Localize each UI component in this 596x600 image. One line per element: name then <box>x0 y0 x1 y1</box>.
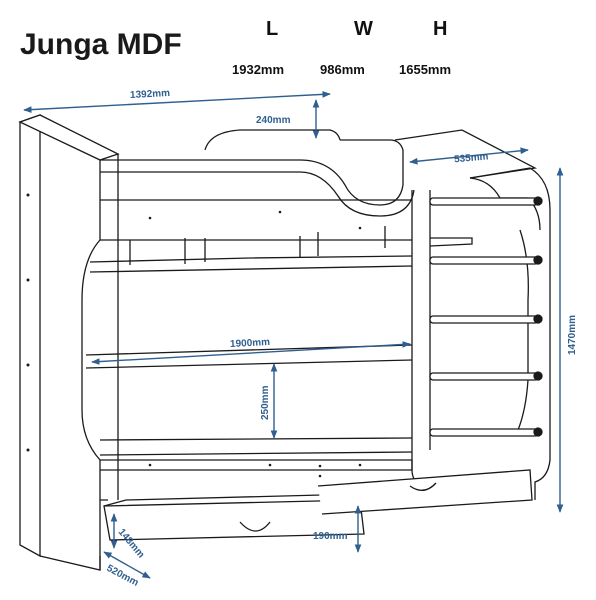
side-shelf <box>429 237 473 247</box>
ladder-rung <box>429 428 539 437</box>
bed-outline <box>18 114 551 571</box>
lower-base <box>99 437 413 441</box>
header-width: W <box>354 18 373 40</box>
value-width: 986mm <box>320 62 365 77</box>
dim-line-ladder-width <box>409 147 529 165</box>
value-height: 1655mm <box>399 62 452 77</box>
product-title: Junga MDF <box>20 28 182 61</box>
label-drawer-width: 520mm <box>105 563 141 589</box>
label-ladder-width: 535mm <box>454 151 489 165</box>
ladder-post-left <box>411 190 421 486</box>
ladder-rung <box>429 197 539 206</box>
left-end-panel <box>19 114 41 558</box>
ladder-rungs <box>429 196 543 437</box>
ladder-rung <box>429 315 539 324</box>
drawer-right <box>317 469 533 515</box>
top-guard-inner <box>100 171 415 217</box>
front-frame <box>81 160 108 501</box>
dim-line-total-length <box>23 91 331 113</box>
label-bed-clearance: 250mm <box>260 385 271 420</box>
bottom-plinth <box>100 459 413 471</box>
label-drawer-inner-height: 190mm <box>313 531 348 542</box>
header-height: H <box>433 18 448 40</box>
label-guard-height: 240mm <box>256 115 291 126</box>
label-total-length: 1392mm <box>130 88 171 101</box>
dim-line-drawer-width <box>103 551 151 579</box>
headboard-curve <box>204 129 341 151</box>
dim-line-bed-length <box>91 341 411 365</box>
ladder-end-panel <box>469 167 551 500</box>
ladder-rung <box>429 372 539 381</box>
top-guard <box>100 139 404 206</box>
value-length: 1932mm <box>232 62 285 77</box>
drawer-right-handle <box>409 482 437 491</box>
header-length: L <box>266 18 279 40</box>
lower-rail-bottom <box>85 359 413 369</box>
fastener-dots <box>26 193 362 478</box>
drawer-left <box>103 499 365 541</box>
drawer-left-handle <box>239 521 271 532</box>
label-bed-length: 1900mm <box>230 337 271 350</box>
label-total-height: 1470mm <box>567 315 578 355</box>
ladder-rung <box>429 256 539 265</box>
